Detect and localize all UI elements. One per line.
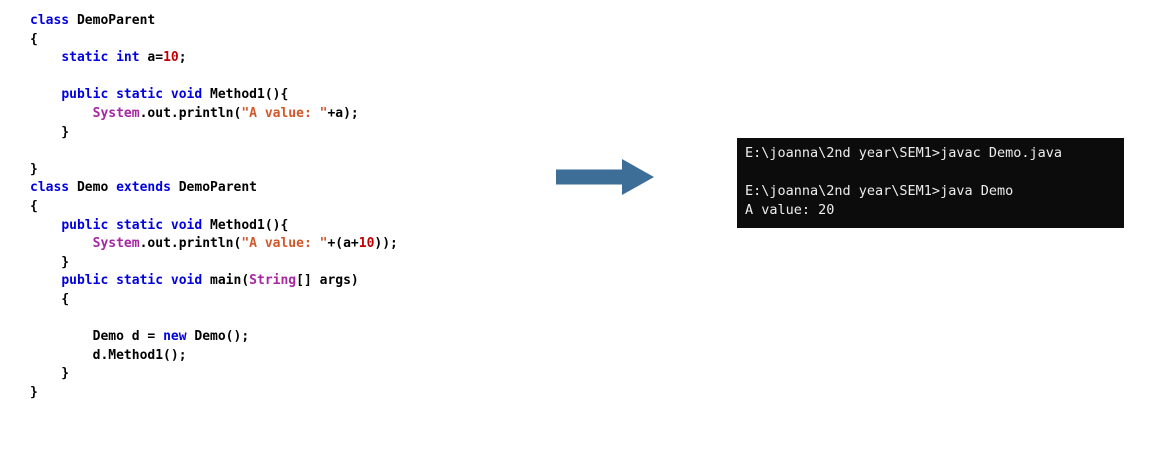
code-token-keyword: static int <box>61 50 148 66</box>
code-token-plain: d.Method1(); <box>30 347 187 363</box>
code-line: } <box>30 384 398 403</box>
code-token-plain: )); <box>374 236 398 252</box>
code-token-plain: { <box>30 291 70 307</box>
code-token-plain: main( <box>210 273 250 289</box>
code-line: { <box>30 31 398 50</box>
code-token-plain <box>30 87 61 102</box>
code-token-plain: } <box>30 366 70 382</box>
code-line: class DemoParent <box>30 12 398 31</box>
terminal-line: E:\joanna\2nd year\SEM1>java Demo <box>745 183 1014 199</box>
code-line <box>30 142 398 161</box>
code-line: class Demo extends DemoParent <box>30 179 398 198</box>
code-token-plain: Demo(); <box>194 329 250 345</box>
code-token-classref: String <box>249 273 297 289</box>
code-line <box>30 68 398 87</box>
code-line: } <box>30 365 398 384</box>
code-token-plain: } <box>30 254 70 270</box>
code-line: } <box>30 254 398 273</box>
terminal-line: E:\joanna\2nd year\SEM1>javac Demo.java <box>745 145 1062 161</box>
code-token-number: 10 <box>358 236 375 252</box>
code-token-string: "A value: " <box>241 236 328 252</box>
code-token-plain: +(a+ <box>327 236 359 252</box>
code-token-plain: } <box>30 161 38 177</box>
terminal-window: E:\joanna\2nd year\SEM1>javac Demo.java … <box>737 138 1124 228</box>
code-token-plain <box>30 50 61 65</box>
code-token-plain: Demo d = <box>30 329 164 345</box>
terminal-line <box>745 163 1114 182</box>
code-line: } <box>30 124 398 143</box>
java-code-block: class DemoParent{ static int a=10; publi… <box>30 12 398 402</box>
code-line: static int a=10; <box>30 49 398 68</box>
code-token-plain: a= <box>147 50 164 66</box>
code-line: public static void Method1(){ <box>30 217 398 236</box>
code-token-keyword: public static void <box>61 87 211 103</box>
code-token-keyword: new <box>163 329 195 345</box>
code-token-plain: +a); <box>327 105 359 121</box>
code-token-keyword: public static void <box>61 217 211 233</box>
code-line <box>30 310 398 329</box>
code-line: } <box>30 161 398 180</box>
code-token-classref: System <box>92 105 140 121</box>
code-token-plain: .out.println( <box>139 105 242 121</box>
code-token-plain: DemoParent <box>178 180 258 196</box>
code-line: Demo d = new Demo(); <box>30 328 398 347</box>
code-line: System.out.println("A value: "+a); <box>30 105 398 124</box>
code-line: public static void main(String[] args) <box>30 272 398 291</box>
code-token-keyword: class <box>30 180 77 196</box>
code-token-plain: Demo <box>76 180 117 196</box>
code-token-plain <box>30 106 93 121</box>
code-line: { <box>30 198 398 217</box>
code-token-classref: System <box>92 236 140 252</box>
code-token-plain: { <box>30 31 38 47</box>
code-token-plain <box>30 273 61 288</box>
code-token-plain <box>30 218 61 233</box>
code-line: d.Method1(); <box>30 347 398 366</box>
terminal-line: A value: 20 <box>745 202 835 218</box>
code-token-plain: DemoParent <box>76 13 156 28</box>
code-token-string: "A value: " <box>241 105 328 121</box>
code-token-plain: .out.println( <box>139 236 242 252</box>
code-token-plain: { <box>30 198 38 214</box>
code-token-keyword: public static void <box>61 273 211 289</box>
code-token-keyword: extends <box>116 180 179 196</box>
code-line: public static void Method1(){ <box>30 86 398 105</box>
code-token-plain: ; <box>178 50 187 66</box>
code-token-plain: Method1(){ <box>210 217 289 233</box>
code-token-plain: } <box>30 124 70 140</box>
code-token-plain: } <box>30 384 38 400</box>
code-line: System.out.println("A value: "+(a+10)); <box>30 235 398 254</box>
code-token-plain: Method1(){ <box>210 87 289 103</box>
right-arrow-shape <box>556 159 654 195</box>
code-token-number: 10 <box>163 50 179 66</box>
code-token-plain <box>30 236 93 251</box>
right-arrow-icon <box>556 157 656 197</box>
code-line: { <box>30 291 398 310</box>
code-token-keyword: class <box>30 13 77 28</box>
code-token-plain: [] args) <box>296 273 359 289</box>
